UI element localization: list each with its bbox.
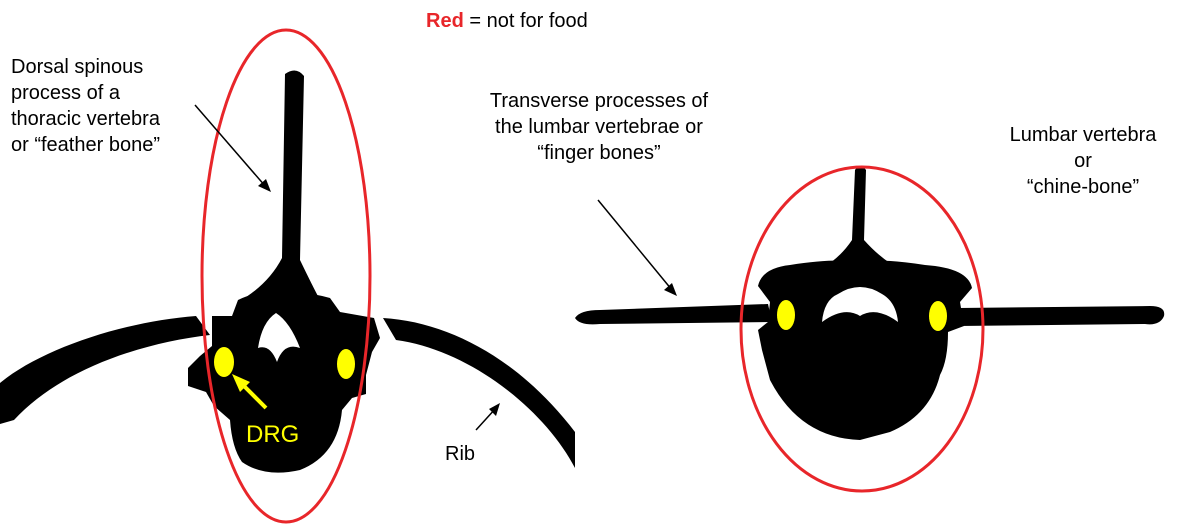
- legend-red-word: Red: [426, 10, 464, 32]
- drg-left-dot: [214, 347, 234, 377]
- dorsal-pointer-arrow: [195, 105, 271, 192]
- lumbar-drg-right-dot: [929, 301, 947, 331]
- transverse-pointer-arrow: [598, 200, 677, 296]
- transverse-label-line-1: Transverse processes of: [489, 88, 709, 114]
- lumbar-vertebra-label: Lumbar vertebra or “chine-bone”: [985, 122, 1181, 200]
- legend: Red = not for food: [426, 10, 588, 33]
- transverse-label-line-3: “finger bones”: [489, 140, 709, 166]
- rib-pointer-arrow: [476, 403, 500, 430]
- dorsal-label-line-4: or “feather bone”: [11, 132, 160, 158]
- lumbar-spinous-process: [822, 166, 898, 268]
- lumbar-drg-left-dot: [777, 300, 795, 330]
- transverse-process-label: Transverse processes of the lumbar verte…: [489, 88, 709, 166]
- drg-label: DRG: [246, 422, 299, 448]
- dorsal-spinous-label: Dorsal spinous process of a thoracic ver…: [11, 54, 160, 158]
- dorsal-label-line-1: Dorsal spinous: [11, 54, 160, 80]
- dorsal-label-line-2: process of a: [11, 80, 160, 106]
- lumbar-label-line-3: “chine-bone”: [985, 174, 1181, 200]
- rib-label: Rib: [445, 441, 475, 467]
- right-rib: [383, 318, 575, 468]
- lumbar-label-line-1: Lumbar vertebra: [985, 122, 1181, 148]
- right-transverse-process: [958, 306, 1164, 326]
- drg-right-dot: [337, 349, 355, 379]
- lumbar-vertebra: [575, 166, 1164, 440]
- left-rib: [0, 316, 210, 424]
- legend-text: = not for food: [469, 10, 587, 32]
- lumbar-label-line-2: or: [985, 148, 1181, 174]
- dorsal-spinous-process: [238, 70, 320, 302]
- transverse-label-line-2: the lumbar vertebrae or: [489, 114, 709, 140]
- dorsal-label-line-3: thoracic vertebra: [11, 106, 160, 132]
